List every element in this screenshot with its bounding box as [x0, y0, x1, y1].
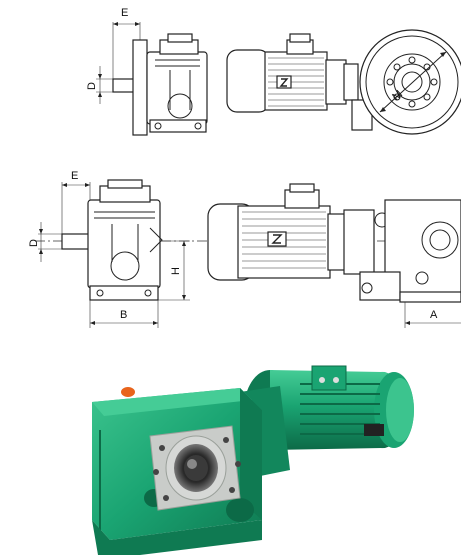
flange-top	[132, 39, 148, 136]
label-H-side: H	[170, 267, 182, 275]
side-view-drawing: E D	[28, 170, 461, 328]
dimension-E-side: E	[61, 170, 91, 236]
top-view-drawing: E D	[86, 7, 461, 136]
output-flange-photo	[149, 425, 241, 511]
flange-end-view-top: M	[351, 29, 461, 135]
label-B-side: B	[120, 309, 127, 321]
gearbox-housing-side	[87, 179, 163, 301]
output-shaft-side	[61, 233, 91, 250]
motor-top	[226, 33, 359, 113]
gearbox-body-photo	[92, 388, 262, 555]
dimension-B-side: B	[89, 300, 159, 328]
gearmotor-photo	[92, 365, 414, 555]
gearbox-end-side	[359, 199, 461, 303]
label-E-side: E	[71, 170, 78, 182]
dimension-H-side: H	[158, 240, 190, 301]
label-D-top: D	[86, 82, 98, 90]
label-E-top: E	[121, 7, 128, 19]
motor-side	[207, 183, 390, 281]
dimension-D-side: D	[28, 222, 64, 262]
gearbox-housing-top	[146, 33, 208, 133]
dimension-E-top: E	[112, 7, 141, 80]
dimension-A-side: A	[404, 302, 461, 328]
oil-plug-photo	[121, 387, 135, 397]
label-D-side: D	[28, 239, 40, 247]
label-A-side: A	[430, 309, 438, 321]
